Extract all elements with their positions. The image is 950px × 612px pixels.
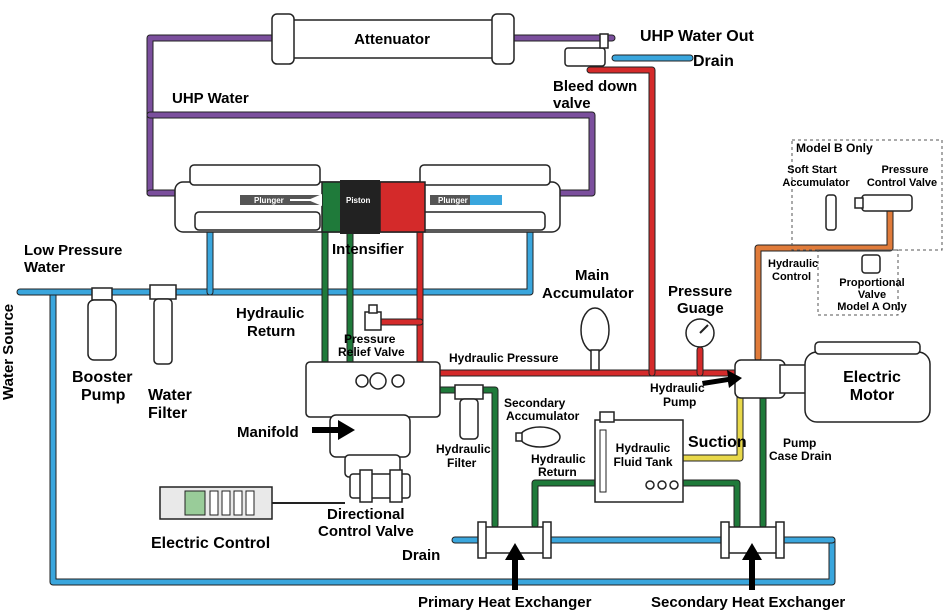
model-a-only-box <box>817 249 899 316</box>
soft-start-accumulator-label-line2: Accumulator <box>782 177 850 189</box>
arrows <box>312 370 762 590</box>
low-pressure-water-pipe-fill <box>17 217 533 295</box>
hydraulic-control-label-line2: Control <box>772 271 811 283</box>
uhp-water-label: UHP Water <box>172 90 249 107</box>
booster-pump-label-line1: Booster <box>72 369 132 386</box>
bleed-down-valve-label-line1: Bleed down <box>553 78 637 95</box>
tank-label-line1: Hydraulic <box>616 441 671 455</box>
drain-bottom-label: Drain <box>402 547 440 564</box>
hydraulic-return-label-line2: Return <box>247 323 295 340</box>
main-accumulator-label-line1: Main <box>575 267 609 284</box>
bleed-down-valve-label-line2: valve <box>553 95 591 112</box>
pump-case-drain-label-line1: Pump <box>783 436 816 450</box>
plunger-left-label: Plunger <box>254 196 284 205</box>
directional-control-valve-label-line2: Control Valve <box>318 523 414 540</box>
attenuator: Attenuator <box>271 13 515 65</box>
pressure-control-valve-label-line2: Control Valve <box>867 177 937 189</box>
intensifier-label: Intensifier <box>332 241 404 258</box>
uhp-water-out-label: UHP Water Out <box>640 28 754 45</box>
manifold-arrow <box>312 420 355 440</box>
model-b-only-label: Model B Only <box>796 141 873 155</box>
labels: UHP Water Out Drain Bleed down valve UHP… <box>0 28 937 611</box>
electric-control <box>159 486 345 520</box>
primary-heat-exchanger-arrow <box>505 543 525 590</box>
tank-label-line2: Fluid Tank <box>613 455 672 469</box>
low-pressure-water-label-line2: Water <box>24 259 65 276</box>
manifold-label: Manifold <box>237 424 299 441</box>
electric-motor: Electric Motor <box>804 341 931 423</box>
hydraulic-pump <box>734 359 809 399</box>
hydraulic-filter <box>454 384 484 440</box>
main-accumulator-label-line2: Accumulator <box>542 285 634 302</box>
pressure-gauge-label-line2: Guage <box>677 300 724 317</box>
hydraulic-pump-arrow <box>702 370 742 388</box>
proportional-valve-label-line1: Proportional <box>839 277 904 289</box>
attenuator-label: Attenuator <box>354 31 430 48</box>
hydraulic-pressure-label: Hydraulic Pressure <box>449 351 559 365</box>
hydraulic-filter-label-line1: Hydraulic <box>436 442 491 456</box>
hydraulic-pump-label-line1: Hydraulic <box>650 381 705 395</box>
pressure-gauge <box>685 318 715 348</box>
hydraulic-fluid-tank: Hydraulic Fluid Tank <box>594 411 684 503</box>
main-accumulator <box>580 307 610 371</box>
pressure-relief-valve <box>364 304 382 331</box>
secondary-heat-exchanger-label: Secondary Heat Exchanger <box>651 594 845 611</box>
water-source-pipe-fill <box>50 289 835 585</box>
secondary-heat-exchanger-arrow <box>742 543 762 590</box>
hydraulic-filter-label-line2: Filter <box>447 456 477 470</box>
hydraulic-return-label-line1: Hydraulic <box>236 305 304 322</box>
primary-heat-exchanger-label: Primary Heat Exchanger <box>418 594 592 611</box>
directional-control-valve-label-line1: Directional <box>327 506 405 523</box>
booster-pump-label-line2: Pump <box>81 387 126 404</box>
electric-motor-label-line2: Motor <box>850 387 894 404</box>
pressure-gauge-label-line1: Pressure <box>668 283 732 300</box>
booster-pump <box>87 287 117 361</box>
water-filter-label-line2: Filter <box>148 405 187 422</box>
primary-heat-exchanger <box>477 521 552 559</box>
secondary-heat-exchanger <box>720 521 785 559</box>
hydraulic-return-lower-label-line1: Hydraulic <box>531 452 586 466</box>
drain-top-label: Drain <box>693 53 734 70</box>
plunger-right-label: Plunger <box>438 196 468 205</box>
water-filter-label-line1: Water <box>148 387 192 404</box>
secondary-accumulator-label-line1: Secondary <box>504 396 566 410</box>
pump-case-drain-label-line2: Case Drain <box>769 449 832 463</box>
water-filter <box>149 284 177 365</box>
pressure-relief-valve-label-line1: Pressure <box>344 332 396 346</box>
electric-control-label: Electric Control <box>151 535 270 552</box>
soft-start-accumulator-label-line1: Soft Start <box>787 164 837 176</box>
low-pressure-water-label-line1: Low Pressure <box>24 242 122 259</box>
water-source-label: Water Source <box>0 304 17 400</box>
pressure-relief-valve-label-line2: Relief Valve <box>338 345 405 359</box>
suction-label: Suction <box>688 434 747 451</box>
pressure-control-valve-label-line1: Pressure <box>881 164 928 176</box>
secondary-accumulator <box>515 426 561 448</box>
manifold <box>305 361 441 478</box>
proportional-valve-label-line3: Model A Only <box>837 301 907 313</box>
bleed-down-valve <box>564 33 609 67</box>
secondary-accumulator-label-line2: Accumulator <box>506 409 580 423</box>
intensifier: Plunger Piston Plunger Intensifier <box>174 164 561 258</box>
piston-label: Piston <box>346 196 371 205</box>
pipes <box>16 34 894 586</box>
proportional-valve-label-line2: Valve <box>858 289 886 301</box>
directional-control-valve <box>349 469 411 503</box>
model-b-only-box <box>791 139 943 251</box>
hydraulic-control-label-line1: Hydraulic <box>768 258 818 270</box>
electric-motor-label-line1: Electric <box>843 369 901 386</box>
hydraulic-return-lower-label-line2: Return <box>538 465 577 479</box>
hydraulic-pump-label-line2: Pump <box>663 395 696 409</box>
